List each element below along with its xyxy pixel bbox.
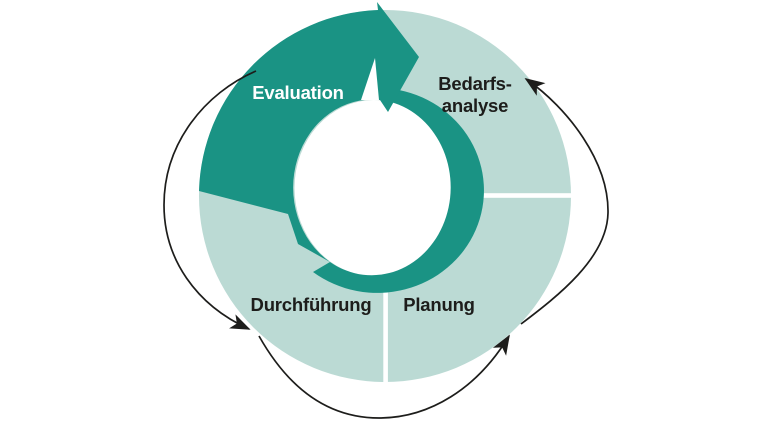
feedback-arrow-left <box>163 70 257 330</box>
evaluation-arrow-segment <box>199 2 419 262</box>
label-planung: Planung <box>403 294 475 315</box>
feedback-arrow-bottom <box>258 334 510 419</box>
divider-bedarfsanalyse-planung <box>480 193 574 198</box>
label-bedarfsanalyse-line2: analyse <box>442 95 509 116</box>
label-evaluation: Evaluation <box>252 82 344 103</box>
label-bedarfsanalyse-line1: Bedarfs- <box>438 73 511 94</box>
inner-circle <box>294 100 453 276</box>
label-durchfuehrung: Durchführung <box>251 294 372 315</box>
inner-ring-swoosh <box>313 89 484 293</box>
feedback-arrow-right <box>520 78 609 325</box>
arrowhead-notch <box>361 58 379 100</box>
divider-planung-durchfuehrung <box>383 289 388 384</box>
